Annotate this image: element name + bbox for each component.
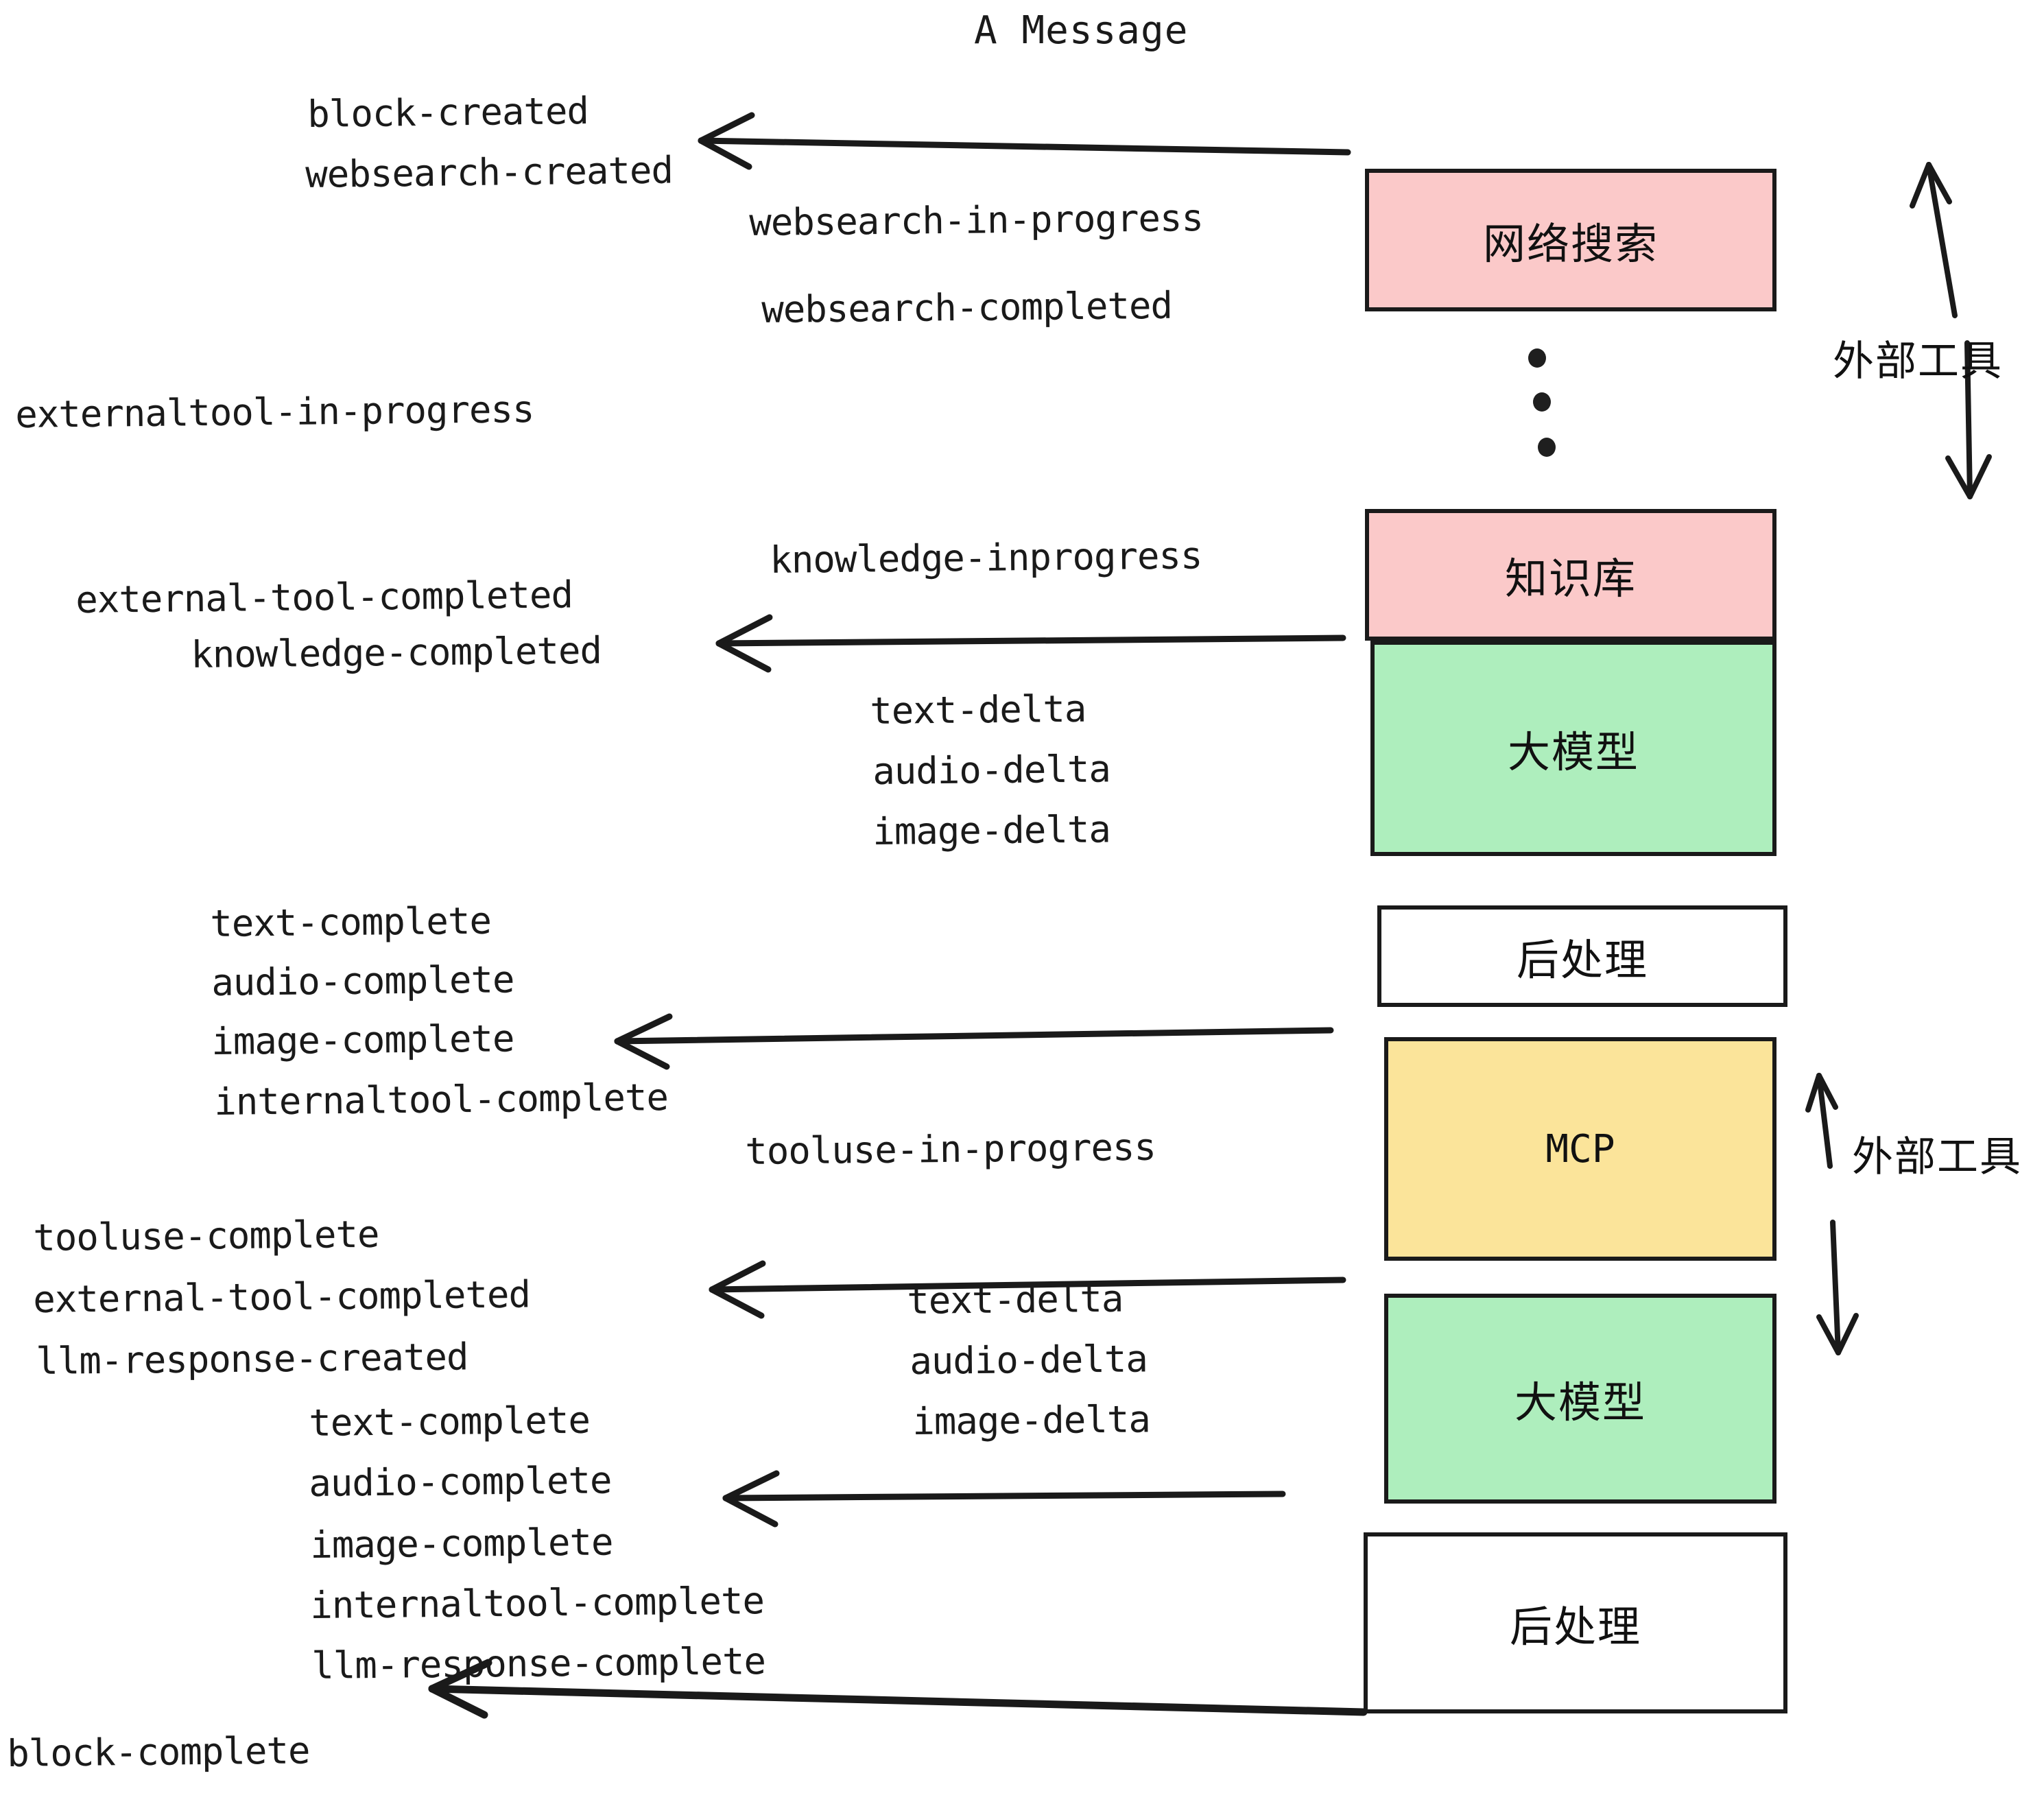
event-llm-response-created: llm-response-created bbox=[35, 1335, 468, 1383]
arrow-external-tools-up-bottom bbox=[1816, 1073, 1833, 1169]
ellipsis-dot-1 bbox=[1528, 348, 1546, 368]
box-mcp[interactable]: MCP bbox=[1384, 1037, 1776, 1261]
box-llm-2-label: 大模型 bbox=[1514, 1377, 1646, 1427]
event-block-created: block-created bbox=[307, 88, 589, 136]
event-audio-delta-2: audio-delta bbox=[909, 1337, 1148, 1383]
event-text-delta-2: text-delta bbox=[906, 1277, 1124, 1322]
arrow-external-tools-up-top bbox=[1926, 162, 1958, 318]
box-llm-1-label: 大模型 bbox=[1507, 727, 1639, 777]
arrow-websearch-to-block-created bbox=[698, 137, 1351, 156]
box-postprocess-2[interactable]: 后处理 bbox=[1364, 1532, 1787, 1713]
event-text-complete-1: text-complete bbox=[209, 899, 492, 945]
event-audio-delta-1: audio-delta bbox=[872, 747, 1111, 793]
side-label-external-tools-bottom: 外部工具 bbox=[1852, 1133, 2022, 1181]
box-llm-2[interactable]: 大模型 bbox=[1384, 1294, 1776, 1504]
side-label-external-tools-top: 外部工具 bbox=[1833, 337, 2003, 385]
event-externaltool-in-progress: externaltool-in-progress bbox=[14, 388, 534, 436]
ellipsis-dot-3 bbox=[1538, 438, 1556, 457]
event-external-tool-completed-1: external-tool-completed bbox=[75, 573, 573, 621]
event-knowledge-completed: knowledge-completed bbox=[190, 628, 602, 676]
box-postprocess-2-label: 后处理 bbox=[1509, 1602, 1641, 1652]
arrow-knowledge-to-completed bbox=[715, 634, 1346, 647]
arrow-llm2-to-audio-complete bbox=[722, 1491, 1286, 1502]
event-internaltool-complete-1: internaltool-complete bbox=[213, 1076, 669, 1124]
box-websearch[interactable]: 网络搜索 bbox=[1365, 169, 1776, 311]
box-knowledge-label: 知识库 bbox=[1504, 554, 1637, 604]
arrow-external-tools-down-bottom bbox=[1830, 1220, 1841, 1355]
box-websearch-label: 网络搜索 bbox=[1482, 219, 1659, 269]
arrow-mcp-to-image-complete bbox=[614, 1027, 1334, 1045]
event-internaltool-complete-2: internaltool-complete bbox=[309, 1579, 765, 1627]
event-websearch-completed: websearch-completed bbox=[761, 283, 1173, 331]
event-image-complete-1: image-complete bbox=[211, 1017, 514, 1063]
box-mcp-label: MCP bbox=[1545, 1126, 1615, 1172]
event-text-complete-2: text-complete bbox=[308, 1398, 591, 1445]
event-text-delta-1: text-delta bbox=[869, 687, 1086, 733]
event-tooluse-in-progress: tooluse-in-progress bbox=[744, 1125, 1156, 1173]
event-tooluse-complete: tooluse-complete bbox=[32, 1212, 379, 1259]
box-postprocess-1[interactable]: 后处理 bbox=[1377, 905, 1787, 1007]
event-image-complete-2: image-complete bbox=[309, 1520, 613, 1567]
page-title: A Message bbox=[974, 8, 1189, 53]
event-audio-complete-1: audio-complete bbox=[211, 958, 514, 1004]
event-llm-response-complete: llm-response-complete bbox=[311, 1639, 766, 1687]
event-block-complete: block-complete bbox=[6, 1729, 310, 1775]
event-websearch-in-progress: websearch-in-progress bbox=[748, 196, 1204, 244]
box-llm-1[interactable]: 大模型 bbox=[1370, 641, 1776, 856]
event-knowledge-inprogress: knowledge-inprogress bbox=[769, 534, 1202, 582]
event-external-tool-completed-2: external-tool-completed bbox=[32, 1272, 531, 1321]
event-websearch-created: websearch-created bbox=[305, 148, 674, 196]
arrow-postprocess-to-block-complete bbox=[428, 1685, 1368, 1716]
box-postprocess-1-label: 后处理 bbox=[1516, 935, 1648, 985]
ellipsis-dot-2 bbox=[1533, 392, 1551, 412]
event-audio-complete-2: audio-complete bbox=[308, 1458, 612, 1505]
box-knowledge[interactable]: 知识库 bbox=[1365, 509, 1776, 641]
event-image-delta-2: image-delta bbox=[912, 1397, 1151, 1443]
event-image-delta-1: image-delta bbox=[872, 807, 1111, 853]
